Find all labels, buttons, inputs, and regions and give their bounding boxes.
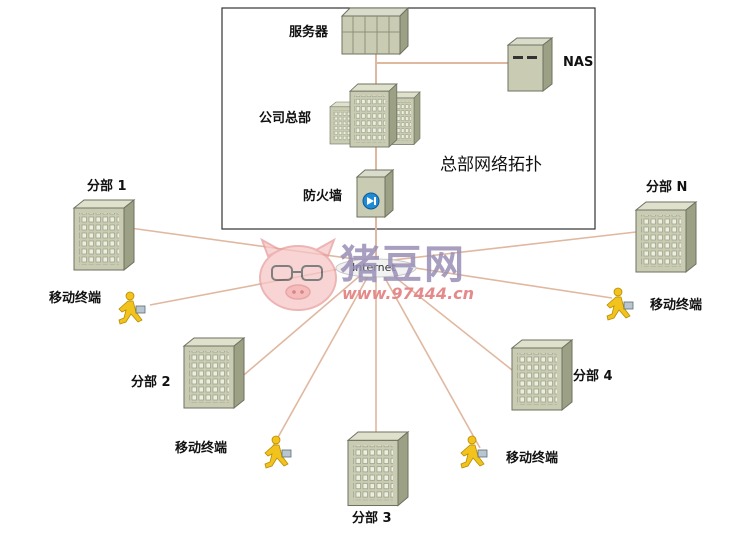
branch-1-label: 分部 1 [87,179,127,194]
branch-3-building-icon [347,431,409,507]
company-hq-label: 公司总部 [259,111,312,126]
mobile-terminal-3-label: 移动终端 [506,451,559,466]
link-branch-2 [237,261,377,381]
mobile-terminal-4-icon [606,287,634,321]
link-branch-n [375,231,637,263]
branch-4-label: 分部 4 [573,369,613,384]
nas-label: NAS [563,55,594,70]
watermark-text: 猪豆网 [340,242,466,288]
watermark-pig-logo [259,237,337,311]
link-branch-4 [375,261,513,371]
link-branch-1 [129,227,377,263]
internet-cloud [335,258,417,278]
branch-n-building-icon [635,201,697,273]
server-label: 服务器 [289,25,329,40]
watermark-url: www.97444.cn [342,284,475,303]
mobile-terminal-2-icon [264,435,292,469]
branch-2-building-icon [183,337,245,409]
branch-4-building-icon [511,339,573,411]
mobile-terminal-4-label: 移动终端 [650,298,703,313]
mobile-terminal-2-label: 移动终端 [175,441,228,456]
internet-label: Internet [352,261,396,274]
mobile-terminal-1-label: 移动终端 [49,291,102,306]
firewall-icon [355,168,395,219]
branch-n-label: 分部 N [646,180,688,195]
firewall-label: 防火墙 [303,189,343,204]
server-rack-icon [340,6,410,56]
branch-1-building-icon [73,199,135,271]
nas-icon [506,36,554,93]
link-mobile-2 [271,261,377,449]
branch-2-label: 分部 2 [131,375,171,390]
mobile-terminal-3-icon [460,435,488,469]
mobile-terminal-1-icon [118,291,146,325]
link-mobile-3 [375,261,481,449]
hq-topology-title: 总部网络拓扑 [440,155,542,175]
branch-3-label: 分部 3 [352,511,392,526]
